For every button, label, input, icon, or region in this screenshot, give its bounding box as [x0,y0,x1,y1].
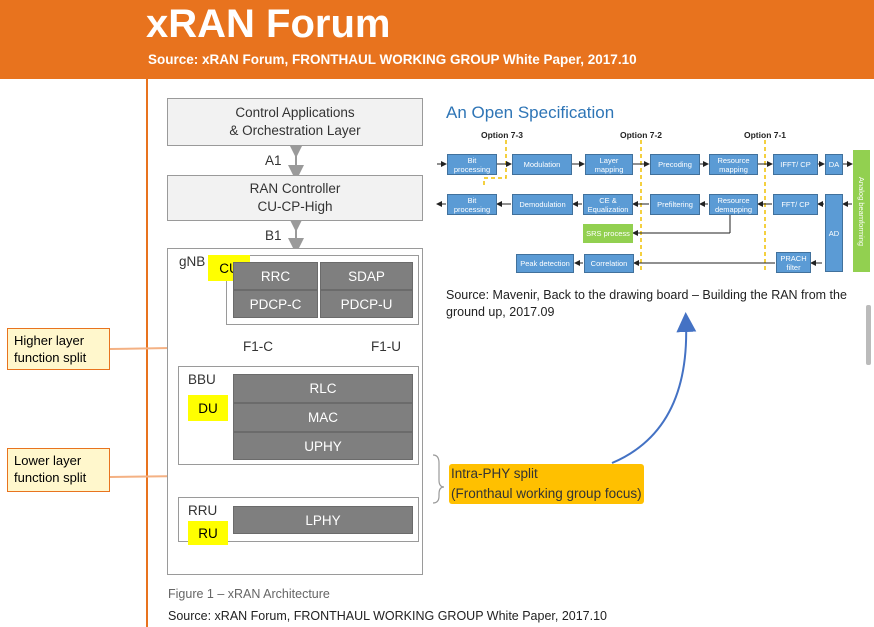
intra-phy-callout: Intra-PHY split (Fronthaul working group… [449,464,644,504]
ul-bit-processing: Bit processing [447,194,497,215]
dl-precoding: Precoding [650,154,700,175]
option-7-3-label: Option 7-3 [481,130,524,140]
du-badge: DU [188,395,228,421]
spec-source: Source: Mavenir, Back to the drawing boa… [446,288,847,319]
f1u-label: F1-U [371,339,401,354]
b1-label: B1 [265,228,282,243]
rlc-block: RLC [233,374,413,403]
ul-resource-demapping: Resource demapping [709,194,758,215]
control-applications-box: Control Applications & Orchestration Lay… [167,98,423,146]
sdap-block: SDAP [320,262,413,290]
dl-resource-mapping: Resource mapping [709,154,758,175]
rrc-block: RRC [233,262,318,290]
analog-beamforming: Analog beamforming [853,150,870,272]
ul-prefiltering: Prefiltering [650,194,700,215]
uphy-block: UPHY [233,432,413,460]
lphy-block: LPHY [233,506,413,534]
analog-beamforming-label: Analog beamforming [857,176,866,246]
dl-modulation: Modulation [512,154,572,175]
ran-controller-box: RAN Controller CU-CP-High [167,175,423,221]
a1-label: A1 [265,153,282,168]
figure-caption: Figure 1 – xRAN Architecture [168,587,330,601]
ul-ce-equalization: CE & Equalization [583,194,633,215]
header-banner [0,0,874,79]
scrollbar-handle[interactable] [866,305,871,365]
lower-layer-callout: Lower layer function split [7,448,110,492]
ru-badge: RU [188,521,228,545]
ul-fft-cp: FFT/ CP [773,194,818,215]
rru-label: RRU [188,503,218,518]
option-7-2-label: Option 7-2 [620,130,663,140]
correlation: Correlation [584,254,634,273]
left-divider [146,79,148,627]
gnb-label: gNB [179,254,206,269]
dl-ifft-cp: IFFT/ CP [773,154,818,175]
mac-block: MAC [233,403,413,432]
pdcp-c-block: PDCP-C [233,290,318,318]
higher-layer-callout: Higher layer function split [7,328,110,370]
dl-da: DA [825,154,843,175]
option-7-1-label: Option 7-1 [744,130,787,140]
page-subtitle: Source: xRAN Forum, FRONTHAUL WORKING GR… [148,52,637,67]
bbu-label: BBU [188,372,216,387]
spec-title: An Open Specification [446,103,615,122]
pdcp-u-block: PDCP-U [320,290,413,318]
f1c-label: F1-C [243,339,273,354]
peak-detection: Peak detection [516,254,574,273]
prach-filter: PRACH filter [776,252,811,273]
dl-layer-mapping: Layer mapping [585,154,633,175]
ul-ad: AD [825,194,843,272]
dl-bit-processing: Bit processing [447,154,497,175]
page-title: xRAN Forum [146,2,391,46]
srs-process: SRS process [583,224,633,243]
ul-demodulation: Demodulation [512,194,573,215]
figure-source: Source: xRAN Forum, FRONTHAUL WORKING GR… [168,609,608,623]
